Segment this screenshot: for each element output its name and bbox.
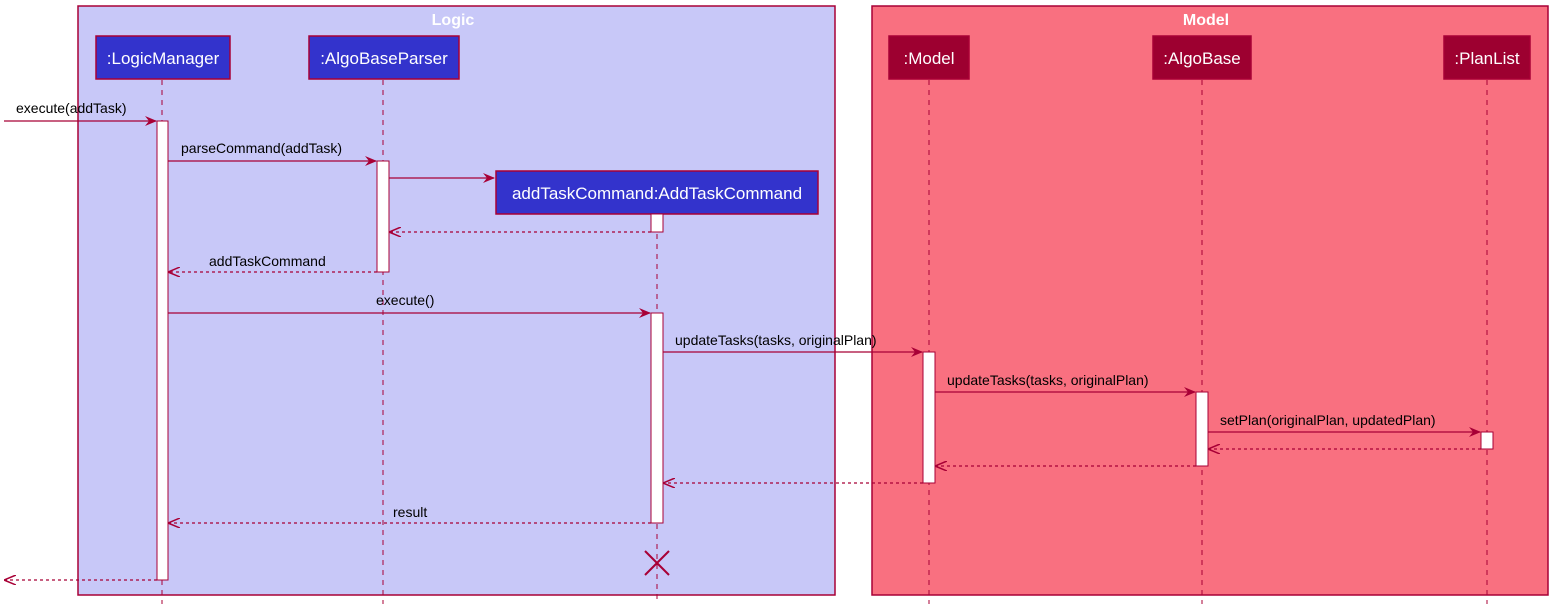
participant-model: :Model [888,35,970,80]
message-label-parsecommand: parseCommand(addTask) [181,140,342,156]
model-group-frame [871,5,1549,596]
participant-planlist: :PlanList [1443,35,1531,80]
message-label-setplan: setPlan(originalPlan, updatedPlan) [1220,412,1436,428]
participant-logicmanager: :LogicManager [95,35,231,80]
activation-algobaseparser [376,160,390,273]
activation-logicmanager [156,120,169,581]
logic-group-frame [77,5,836,596]
message-label-result: result [393,504,427,520]
participant-algobase-label: :AlgoBase [1163,49,1241,68]
activation-algobase [1195,391,1209,467]
activation-planlist [1480,431,1494,450]
participant-addtaskcommand-label: addTaskCommand:AddTaskCommand [512,184,802,203]
participant-algobaseparser-label: :AlgoBaseParser [320,49,448,68]
message-label-updatetasks-algobase: updateTasks(tasks, originalPlan) [947,372,1149,388]
model-group-title: Model [1183,12,1229,29]
activation-addtaskcommand-execute [650,312,664,524]
destroy-x-icon [644,550,670,576]
message-label-updatetasks-model: updateTasks(tasks, originalPlan) [675,332,877,348]
participant-addtaskcommand: addTaskCommand:AddTaskCommand [495,170,819,215]
participant-algobase: :AlgoBase [1152,35,1252,80]
logic-group-title: Logic [432,12,475,29]
message-label-execute-addtask: execute(addTask) [16,100,127,116]
message-label-execute: execute() [376,292,434,308]
participant-logicmanager-label: :LogicManager [107,49,220,68]
participant-algobaseparser: :AlgoBaseParser [308,35,460,80]
activation-model [922,351,936,484]
message-label-addtaskcommand: addTaskCommand [209,253,326,269]
participant-planlist-label: :PlanList [1454,49,1519,68]
participant-model-label: :Model [903,49,954,68]
activation-addtaskcommand-create [650,213,664,233]
